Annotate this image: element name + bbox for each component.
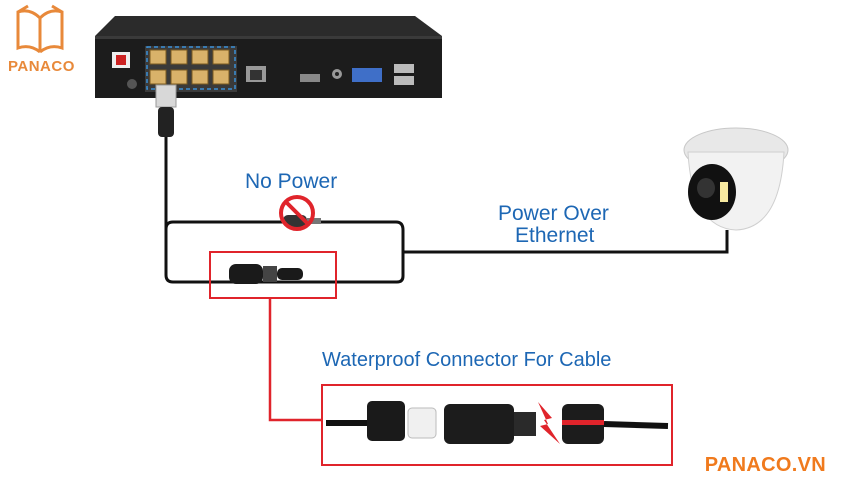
cable-camera: [403, 230, 729, 254]
no-power-prohibited-icon: [279, 195, 321, 231]
no-power-label: No Power: [245, 170, 338, 193]
poe-label-line1: Power Over: [498, 202, 609, 225]
cable-loop: [164, 220, 405, 284]
highlight-link-line: [268, 298, 322, 422]
watermark-text: PANACO.VN: [704, 454, 826, 476]
logo-text: PANACO: [8, 58, 75, 75]
brand-logo: PANACO: [0, 0, 80, 80]
nvr-device-icon: [95, 16, 442, 98]
rj45-plug-icon: [155, 84, 177, 137]
poe-label-line2: Ethernet: [515, 224, 595, 247]
waterproof-label: Waterproof Connector For Cable: [322, 349, 612, 371]
waterproof-detail-box: [321, 384, 673, 466]
open-book-icon: [16, 4, 64, 54]
small-connector-icon: [229, 264, 303, 284]
dome-camera-icon: [683, 127, 789, 231]
waterproof-connector-icon: [326, 401, 669, 444]
connector-highlight-box: [209, 251, 337, 299]
